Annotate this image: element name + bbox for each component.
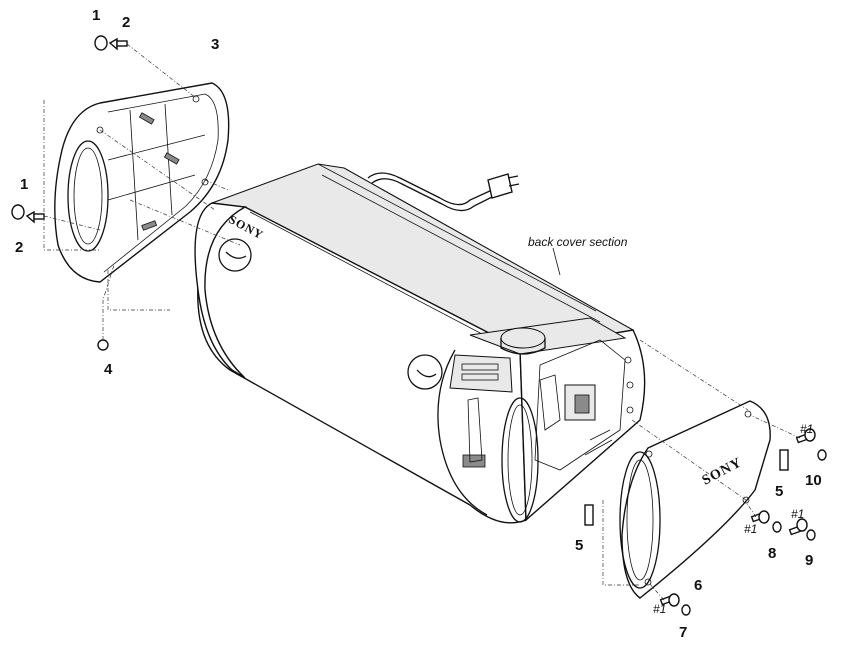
- callout-10: 10: [805, 472, 822, 489]
- callout-2-top: 2: [122, 14, 130, 31]
- callout-7: 7: [679, 624, 687, 641]
- screw-note-7: #1: [653, 602, 666, 616]
- callout-6: 6: [694, 577, 702, 594]
- screw-note-10: #1: [800, 422, 813, 436]
- callout-8: 8: [768, 545, 776, 562]
- main-cabinet: [194, 163, 646, 524]
- fasteners: [11, 35, 827, 616]
- callout-3: 3: [211, 36, 219, 53]
- callout-4: 4: [104, 361, 113, 378]
- back-cover-section-label: back cover section: [528, 235, 628, 249]
- callout-1-side: 1: [20, 176, 28, 193]
- callout-5-left: 5: [575, 537, 583, 554]
- left-side-panel: [54, 82, 230, 283]
- screw-note-9: #1: [791, 507, 804, 521]
- callout-5-right: 5: [775, 483, 783, 500]
- callout-2-side: 2: [15, 239, 23, 256]
- screw-note-8: #1: [744, 522, 757, 536]
- right-back-panel: [584, 400, 789, 599]
- callout-9: 9: [805, 552, 813, 569]
- callout-1-top: 1: [92, 7, 100, 24]
- assembly-guide-lines: [43, 43, 801, 601]
